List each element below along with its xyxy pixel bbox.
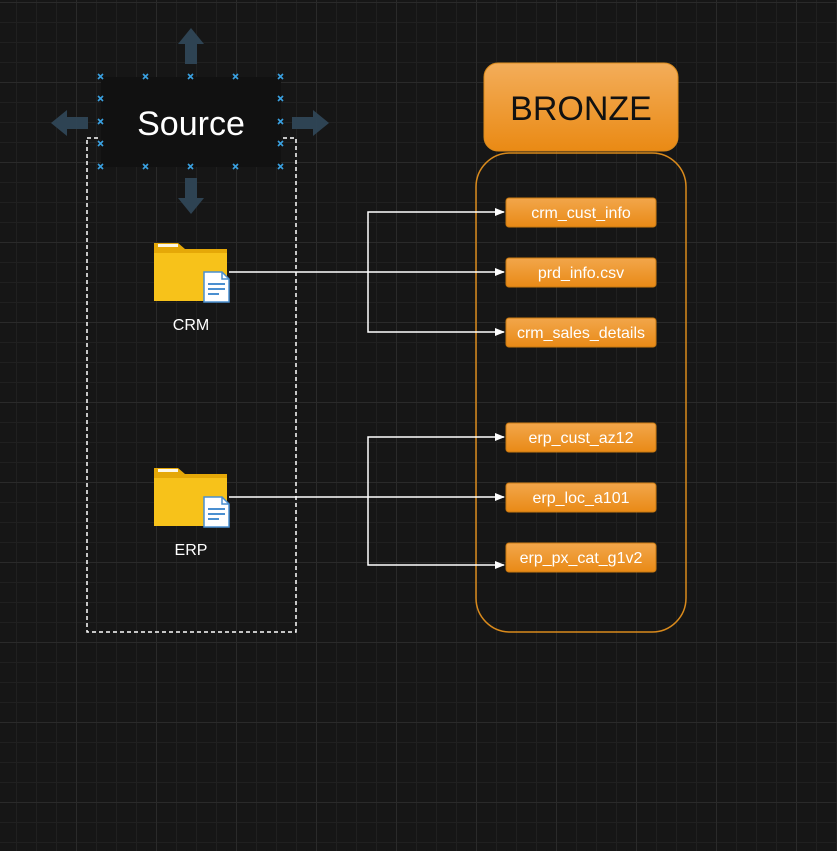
- table-label: crm_cust_info: [531, 205, 631, 222]
- table-label: erp_cust_az12: [529, 430, 634, 447]
- connector-erp-px-cat[interactable]: [367, 497, 505, 569]
- bronze-layer-container[interactable]: [475, 152, 687, 633]
- connector-crm-sales-details[interactable]: [367, 272, 505, 336]
- table-label: erp_px_cat_g1v2: [520, 550, 643, 567]
- table-node[interactable]: erp_px_cat_g1v2: [505, 542, 657, 573]
- selection-handles[interactable]: [97, 73, 284, 170]
- table-label: erp_loc_a101: [533, 490, 630, 507]
- table-node[interactable]: crm_cust_info: [505, 197, 657, 228]
- table-label: prd_info.csv: [538, 265, 624, 282]
- connector-crm-cust-info[interactable]: [367, 208, 505, 272]
- erp-label: ERP: [175, 542, 208, 559]
- table-node[interactable]: prd_info.csv: [505, 257, 657, 288]
- connect-arrow-right-icon[interactable]: [292, 110, 329, 136]
- connect-arrow-up-icon[interactable]: [178, 28, 204, 64]
- table-node[interactable]: erp_loc_a101: [505, 482, 657, 513]
- erp-folder-icon[interactable]: [154, 468, 230, 528]
- bronze-title-box[interactable]: [483, 62, 679, 152]
- connector-erp-cust[interactable]: [367, 433, 505, 497]
- bronze-title: BRONZE: [510, 90, 652, 128]
- table-label: crm_sales_details: [517, 325, 645, 342]
- table-node[interactable]: crm_sales_details: [505, 317, 657, 348]
- crm-label: CRM: [173, 317, 209, 334]
- source-title: Source: [137, 105, 245, 143]
- source-group-border[interactable]: [86, 137, 297, 633]
- connect-arrow-left-icon[interactable]: [51, 110, 88, 136]
- crm-folder-icon[interactable]: [154, 243, 230, 303]
- table-node[interactable]: erp_cust_az12: [505, 422, 657, 453]
- source-title-box[interactable]: [101, 77, 281, 167]
- connect-arrow-down-icon[interactable]: [178, 178, 204, 214]
